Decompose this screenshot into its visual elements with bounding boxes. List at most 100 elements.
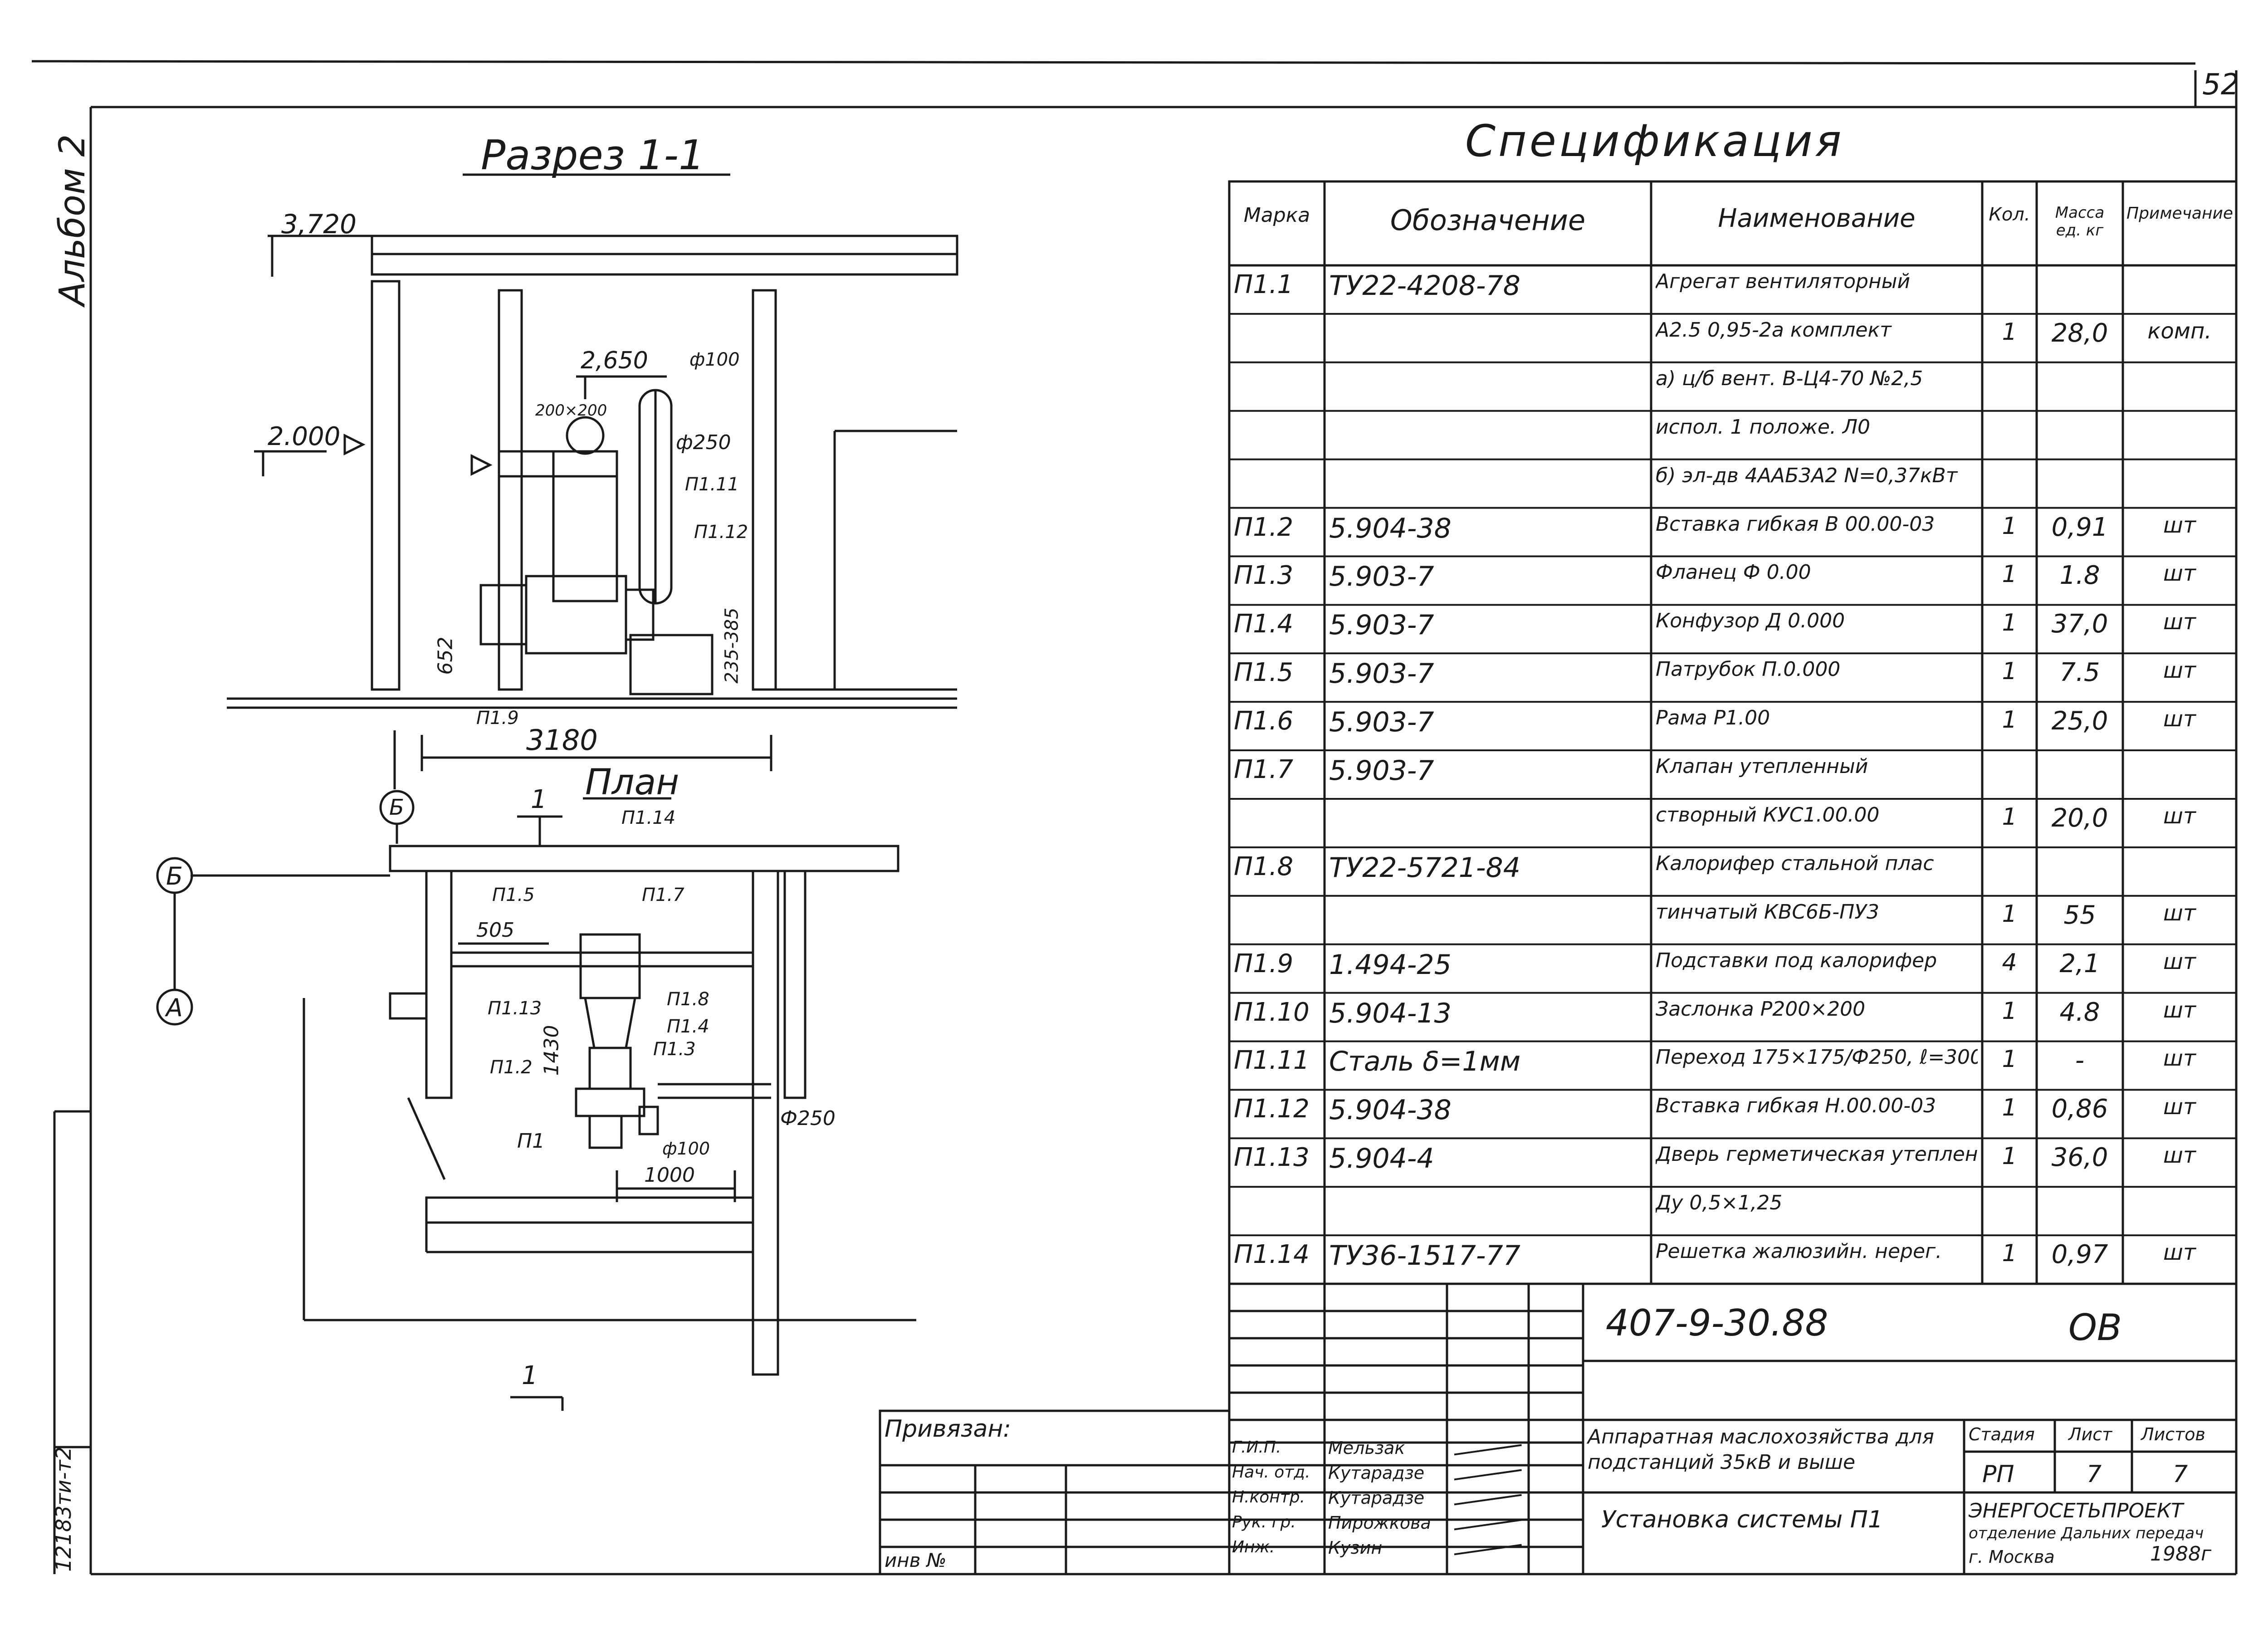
spec-header-cell: Примечание <box>2126 204 2233 223</box>
spec-cell: П1.11 <box>1234 1046 1310 1076</box>
spec-cell: Калорифер стальной плас <box>1656 851 1934 875</box>
spec-cell: 55 <box>2063 900 2096 930</box>
inv-label: инв № <box>885 1549 947 1571</box>
callout-p17: П1.7 <box>642 885 684 905</box>
spec-cell: Рама Р1.00 <box>1656 706 1770 730</box>
spec-cell: П1.5 <box>1234 658 1294 688</box>
spec-cell: 5.903-7 <box>1329 609 1434 641</box>
spec-cell: ТУ22-5721-84 <box>1329 851 1520 884</box>
spec-cell: 1 <box>2002 512 2017 540</box>
dim-left: 652 <box>434 636 457 675</box>
spec-cell: Конфузор Д 0.000 <box>1656 609 1845 633</box>
spec-cell: П1.14 <box>1234 1240 1310 1270</box>
spec-table-grid <box>1228 180 2238 1285</box>
spec-cell: 1 <box>2002 1046 2017 1073</box>
spec-cell: тинчатый КВС6Б-ПУ3 <box>1656 900 1880 924</box>
spec-cell: ТУ22-4208-78 <box>1329 270 1520 302</box>
staff-name: Мельзак <box>1328 1438 1405 1458</box>
spec-header-cell: Обозначение <box>1390 204 1586 237</box>
spec-cell: Дверь герметическая утеплен <box>1656 1143 1978 1166</box>
spec-cell: шт <box>2163 1240 2196 1266</box>
spec-cell: 37,0 <box>2051 609 2108 639</box>
staff-name: Пирожкова <box>1328 1513 1431 1533</box>
callout-duct: 200×200 <box>535 401 607 420</box>
title-block-grid <box>879 1284 2236 1575</box>
callout-p13: П1.3 <box>653 1039 696 1060</box>
spec-header-cell: Наименование <box>1718 204 1916 233</box>
plan-title: План <box>585 762 679 803</box>
org-dept: отделение Дальних передач <box>1969 1524 2204 1542</box>
spec-cell: шт <box>2163 1143 2196 1169</box>
dim-plan-c: 1000 <box>644 1164 695 1187</box>
spec-cell: Вставка гибкая В 00.00-03 <box>1656 512 1935 536</box>
cut-mark-bottom: 1 <box>522 1361 538 1390</box>
callout-p19: П1.9 <box>476 708 519 729</box>
side-code: 12183ти-т2 <box>51 1447 76 1572</box>
callout-phi100: ф100 <box>689 349 740 370</box>
spec-header-cell: Масса ед. кг <box>2055 204 2105 240</box>
axis-a-label: А <box>166 993 183 1022</box>
spec-cell: шт <box>2163 949 2196 974</box>
spec-cell: 1 <box>2002 706 2017 734</box>
spec-cell: 1.494-25 <box>1329 949 1452 981</box>
spec-title: Спецификация <box>1465 116 1844 166</box>
spec-cell: Решетка жалюзийн. нерег. <box>1656 1240 1942 1263</box>
spec-cell: 1 <box>2002 803 2017 831</box>
spec-cell: а) ц/б вент. В-Ц4-70 №2,5 <box>1656 367 1923 390</box>
linked-label: Привязан: <box>885 1415 1011 1443</box>
callout-p113: П1.13 <box>488 998 542 1019</box>
spec-cell: шт <box>2163 561 2196 587</box>
spec-cell: П1.13 <box>1234 1143 1310 1173</box>
spec-cell: испол. 1 положе. Л0 <box>1656 415 1871 439</box>
spec-cell: 0,86 <box>2051 1094 2108 1124</box>
cut-mark: 1 <box>531 785 547 814</box>
dim-plan-a: 505 <box>476 919 514 942</box>
spec-cell: шт <box>2163 658 2196 684</box>
callout-p112: П1.12 <box>694 522 748 543</box>
spec-cell: шт <box>2163 1094 2196 1120</box>
spec-cell: 5.903-7 <box>1329 658 1434 690</box>
spec-cell: 2,1 <box>2059 949 2100 978</box>
spec-cell: 28,0 <box>2051 318 2108 348</box>
spec-cell: шт <box>2163 609 2196 635</box>
spec-cell: Агрегат вентиляторный <box>1656 270 1911 293</box>
plan-drawing <box>156 790 916 1411</box>
project-name: Аппаратная маслохозяйства для подстанций… <box>1588 1425 1934 1474</box>
section-drawing <box>227 173 958 789</box>
spec-header-cell: Кол. <box>1989 204 2030 225</box>
album-label: Альбом 2 <box>52 134 93 306</box>
spec-cell: П1.12 <box>1234 1094 1310 1124</box>
level-top: 3,720 <box>281 209 357 240</box>
spec-cell: шт <box>2163 900 2196 926</box>
staff-role: Г.И.П. <box>1232 1438 1281 1457</box>
spec-cell: 1 <box>2002 1143 2017 1170</box>
spec-cell: П1.8 <box>1234 851 1294 881</box>
dim-width: 3180 <box>526 724 598 757</box>
level-mid: 2.000 <box>268 422 341 451</box>
spec-cell: 5.904-4 <box>1329 1143 1434 1175</box>
spec-cell: Заслонка Р200×200 <box>1656 997 1866 1021</box>
callout-phi100-plan: ф100 <box>662 1139 710 1159</box>
spec-cell: П1.3 <box>1234 561 1294 591</box>
org-year: 1988г <box>2150 1542 2212 1566</box>
spec-cell: 1 <box>2002 609 2017 637</box>
spec-cell: створный КУС1.00.00 <box>1656 803 1880 827</box>
staff-role: Нач. отд. <box>1232 1463 1310 1482</box>
staff-name: Кутарадзе <box>1328 1463 1425 1483</box>
spec-cell: П1.9 <box>1234 949 1294 978</box>
spec-cell: Фланец Ф 0.00 <box>1656 561 1811 584</box>
section-title: Разрез 1-1 <box>481 132 705 179</box>
spec-cell: 1 <box>2002 1240 2017 1267</box>
spec-cell: - <box>2075 1046 2085 1076</box>
spec-cell: П1.4 <box>1234 609 1294 639</box>
spec-cell: А2.5 0,95-2а комплект <box>1656 318 1892 342</box>
spec-cell: Ду 0,5×1,25 <box>1656 1191 1783 1215</box>
spec-cell: шт <box>2163 997 2196 1023</box>
spec-cell: 25,0 <box>2051 706 2108 736</box>
dim-right: 235-385 <box>721 607 743 684</box>
callout-p15: П1.5 <box>492 885 535 905</box>
spec-cell: 5.903-7 <box>1329 561 1434 593</box>
spec-cell: Сталь δ=1мм <box>1329 1046 1521 1078</box>
spec-header-cell: Марка <box>1243 204 1310 227</box>
